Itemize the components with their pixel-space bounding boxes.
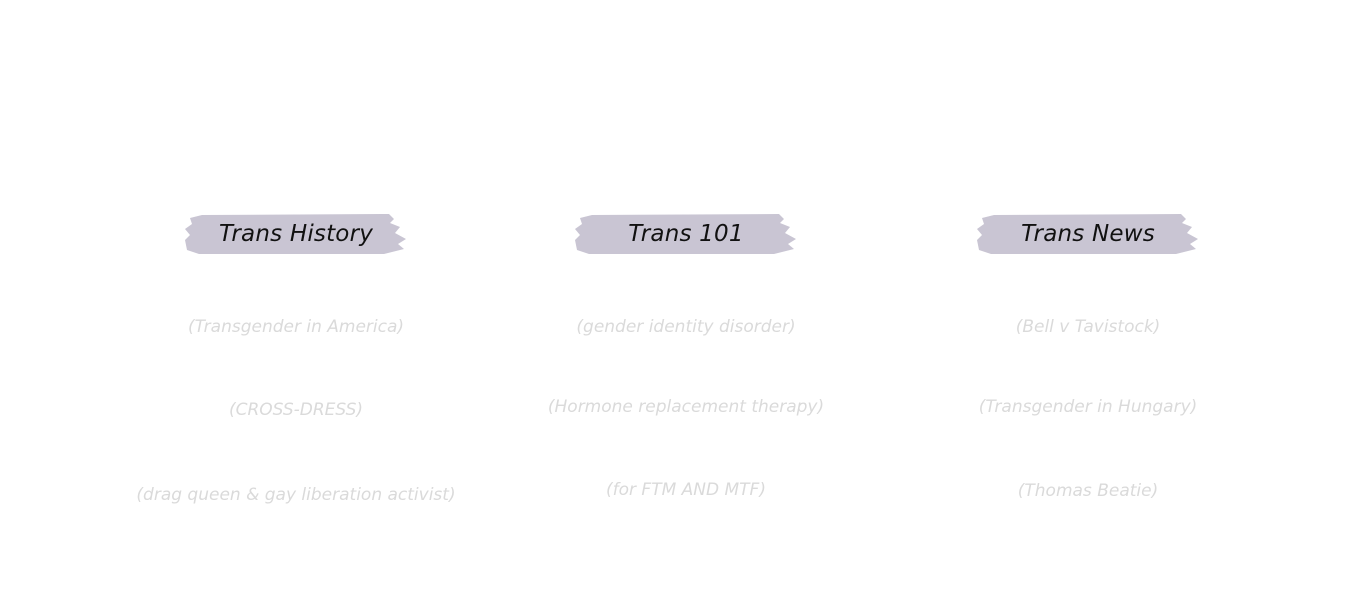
column-trans-history: Trans History (Transgender in America) (… bbox=[96, 0, 496, 600]
heading-label: Trans History bbox=[218, 221, 374, 247]
heading-trans-news: Trans News bbox=[976, 213, 1200, 255]
heading-label: Trans News bbox=[1021, 221, 1155, 247]
brush-stroke-icon bbox=[185, 214, 406, 254]
link-drag-queen-activist[interactable]: (drag queen & gay liberation activist) bbox=[136, 485, 456, 505]
column-trans-news: Trans News (Bell v Tavistock) (Transgend… bbox=[888, 0, 1288, 600]
link-gender-identity-disorder[interactable]: (gender identity disorder) bbox=[576, 317, 796, 337]
heading-trans-history: Trans History bbox=[184, 213, 408, 255]
link-ftm-mtf[interactable]: (for FTM AND MTF) bbox=[606, 480, 766, 500]
link-transgender-in-america[interactable]: (Transgender in America) bbox=[187, 317, 405, 337]
link-bell-v-tavistock[interactable]: (Bell v Tavistock) bbox=[1015, 317, 1161, 337]
brush-stroke-icon bbox=[977, 214, 1198, 254]
link-thomas-beatie[interactable]: (Thomas Beatie) bbox=[1017, 481, 1159, 501]
column-trans-101: Trans 101 (gender identity disorder) (Ho… bbox=[486, 0, 886, 600]
heading-label: Trans 101 bbox=[628, 221, 744, 247]
link-hormone-replacement-therapy[interactable]: (Hormone replacement therapy) bbox=[547, 397, 825, 417]
link-transgender-in-hungary[interactable]: (Transgender in Hungary) bbox=[978, 397, 1198, 417]
heading-trans-101: Trans 101 bbox=[574, 213, 798, 255]
brush-stroke-icon bbox=[575, 214, 796, 254]
link-cross-dress[interactable]: (CROSS-DRESS) bbox=[228, 400, 364, 420]
